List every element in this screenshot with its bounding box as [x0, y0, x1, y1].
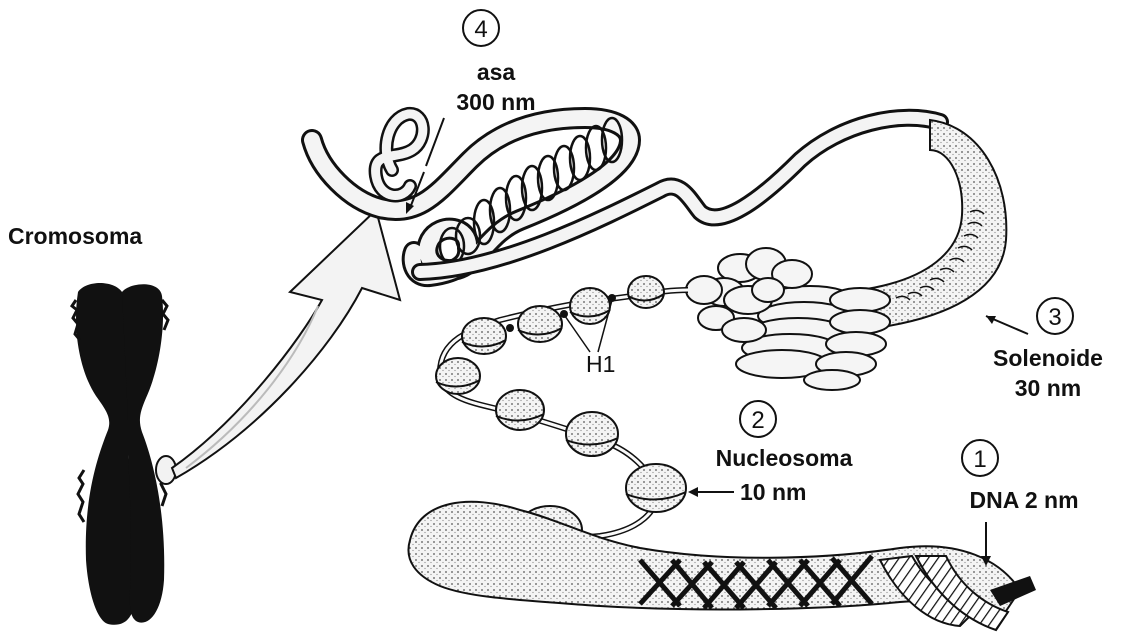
- step2-marker: 2: [740, 401, 776, 437]
- solenoid-size-label: 30 nm: [1015, 375, 1081, 401]
- step4-marker: 4: [463, 10, 499, 46]
- loop-fiber: [312, 114, 940, 276]
- chromosome-figure: [72, 283, 176, 625]
- step3-marker: 3: [1037, 298, 1073, 334]
- loop-size-label: 300 nm: [456, 89, 535, 115]
- dna-helix-fiber: [408, 502, 1036, 630]
- nucleosome-size-label: 10 nm: [740, 479, 806, 505]
- solenoid-fiber: [686, 120, 1028, 390]
- h1-label: H1: [586, 351, 615, 377]
- nucleosome-label: Nucleosoma: [716, 445, 853, 471]
- chromosome-label: Cromosoma: [8, 223, 142, 249]
- step1-marker: 1: [962, 440, 998, 476]
- solenoid-label: Solenoide: [993, 345, 1103, 371]
- step3-number: 3: [1048, 304, 1061, 331]
- step2-number: 2: [751, 407, 764, 434]
- step4-number: 4: [474, 16, 487, 43]
- zoom-arrow: [172, 210, 400, 478]
- dna-label: DNA 2 nm: [969, 487, 1078, 513]
- step1-number: 1: [973, 446, 986, 473]
- loop-label: asa: [477, 59, 516, 85]
